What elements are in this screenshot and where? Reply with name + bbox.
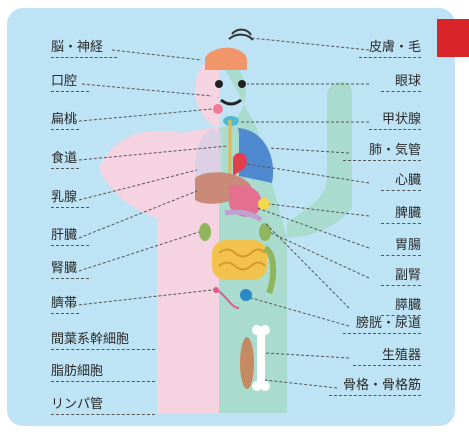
brain [205, 48, 247, 70]
label-bladder-urethra: 膀胱・尿道 [343, 316, 421, 334]
eyes [215, 80, 246, 88]
label-eyeball: 眼球 [381, 74, 421, 92]
label-gastrointestinal: 胃腸 [381, 238, 421, 256]
label-spleen: 脾臓 [381, 206, 421, 224]
label-lungs-trachea: 肺・気管 [343, 143, 421, 161]
label-heart: 心臓 [381, 173, 421, 191]
label-brain-nerves: 脳・神経 [51, 40, 117, 58]
label-tonsils: 扁桃 [51, 112, 79, 130]
label-skin-hair: 皮膚・毛 [359, 40, 421, 58]
diagram-background: 脳・神経 口腔 扁桃 食道 乳腺 肝臓 腎臓 臍帯 間葉系幹細胞 脂肪細胞 リン… [7, 8, 455, 426]
label-lymphatic-vessels: リンパ管 [51, 397, 155, 415]
label-pancreas: 膵臓 [381, 298, 421, 316]
label-kidney: 腎臓 [51, 261, 89, 279]
label-oral-cavity: 口腔 [51, 74, 89, 92]
label-adrenal-gland: 副腎 [381, 268, 421, 286]
hair [229, 30, 253, 40]
label-fat-cells: 脂肪細胞 [51, 364, 155, 382]
label-skeleton-skeletal-muscle: 骨格・骨格筋 [329, 378, 421, 396]
muscle [240, 337, 254, 389]
label-umbilical-cord: 臍帯 [51, 296, 79, 314]
label-esophagus: 食道 [51, 151, 79, 169]
mouth [221, 100, 241, 104]
label-mammary-gland: 乳腺 [51, 190, 89, 208]
red-corner-tab [437, 19, 469, 57]
tonsils [213, 104, 223, 114]
label-reproductive-organs: 生殖器 [353, 348, 421, 366]
bladder [240, 289, 252, 301]
label-mesenchymal-stem-cells: 間葉系幹細胞 [51, 332, 155, 350]
spleen [258, 198, 270, 210]
label-thyroid: 甲状腺 [369, 112, 421, 130]
body-teal-half [219, 58, 352, 413]
label-liver: 肝臓 [51, 228, 89, 246]
